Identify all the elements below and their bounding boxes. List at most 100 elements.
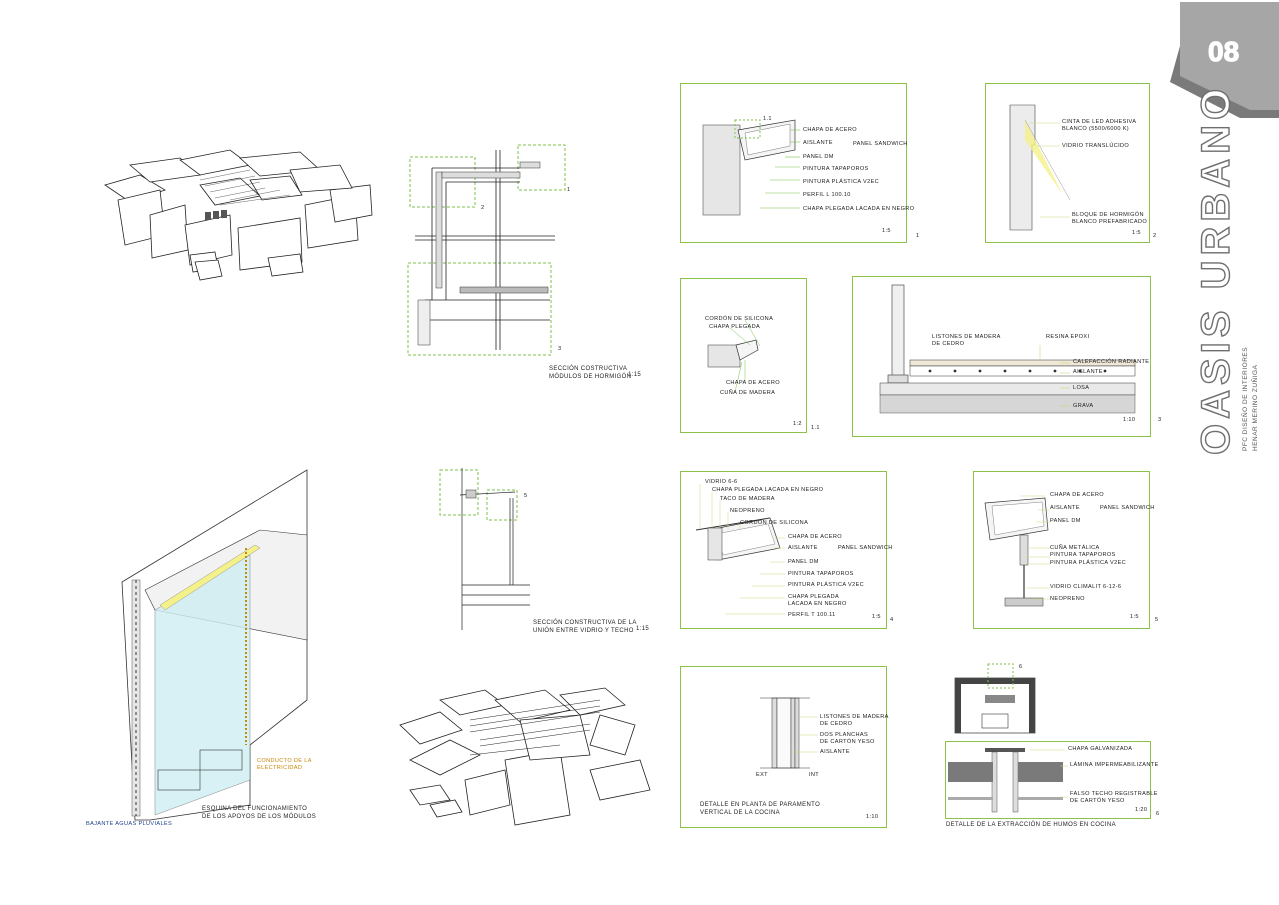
callout-1: 1 (567, 187, 571, 193)
detail-11-label: CHAPA DE ACERO (726, 380, 780, 386)
detail-1-mark: 1.1 (763, 116, 772, 122)
detail-11-label: CUÑA DE MADERA (720, 390, 776, 396)
detail-3-scale: 1:10 (1123, 417, 1136, 423)
detail-2-label: VIDRIO TRANSLÚCIDO (1062, 143, 1130, 149)
detail-6-scale: 1:20 (1135, 807, 1148, 813)
detail-kitchen-title1: DETALLE EN PLANTA DE PARAMENTO (700, 802, 821, 808)
detail-3-label: GRAVA (1073, 403, 1094, 409)
detail-4-label: CORDÓN DE SILICONA (740, 520, 809, 526)
detail-3-label: LISTONES DE MADERA (932, 334, 1001, 340)
section-concrete-title2: MÓDULOS DE HORMIGÓN (549, 374, 632, 380)
detail-3-label: CALEFACCIÓN RADIANTE (1073, 359, 1150, 365)
detail-kitchen-label: AISLANTE (820, 749, 850, 755)
detail-4-number: 4 (890, 617, 894, 623)
detail-3-label: LOSA (1073, 385, 1090, 391)
detail-kitchen-label: DE CARTÓN YESO (820, 739, 875, 745)
detail-4-label: PANEL DM (788, 559, 819, 565)
corner-view-label1: ESQUINA DEL FUNCIONAMIENTO (202, 806, 308, 812)
detail-2-label: CINTA DE LED ADHESIVA (1062, 119, 1137, 125)
section-glass-title2: UNIÓN ENTRE VIDRIO Y TECHO (533, 628, 634, 634)
detail-4-label: PINTURA TAPAPOROS (788, 571, 854, 577)
detail-4-label: CHAPA PLEGADA (788, 594, 840, 600)
detail-1-label: PINTURA PLÁSTICA V2EC (803, 179, 880, 185)
detail-3-label: RESINA EPOXI (1046, 334, 1090, 340)
detail-6-mark: 6 (1019, 664, 1023, 670)
conducto-label1: CONDUCTO DE LA (257, 758, 312, 764)
detail-1-label: PINTURA TAPAPOROS (803, 166, 869, 172)
detail-4-label: CHAPA PLEGADA LACADA EN NEGRO (712, 487, 824, 493)
corner-view-label2: DE LOS APOYOS DE LOS MÓDULOS (202, 814, 317, 820)
detail-kitchen-int: INT (809, 772, 820, 778)
detail-1-scale: 1:5 (882, 228, 891, 234)
detail-5-scale: 1:5 (1130, 614, 1139, 620)
detail-kitchen-scale: 1:10 (866, 814, 879, 820)
detail-5-label: CUÑA METÁLICA (1050, 545, 1100, 551)
detail-2-scale: 1:5 (1132, 230, 1141, 236)
detail-1-label: AISLANTE (803, 140, 833, 146)
detail-11-frame (680, 278, 807, 433)
section-glass-title: SECCIÓN CONSTRUCTIVA DE LA (533, 620, 637, 626)
detail-4-panel: PANEL SANDWICH (838, 545, 893, 551)
detail-1-label: PANEL DM (803, 154, 834, 160)
detail-5-panel: PANEL SANDWICH (1100, 505, 1155, 511)
detail-6-label: LÁMINA IMPERMEABILIZANTE (1070, 762, 1159, 768)
detail-5-label: NEOPRENO (1050, 596, 1085, 602)
section-concrete-scale: 1:15 (628, 372, 642, 378)
detail-4-label: LACADA EN NEGRO (788, 601, 847, 607)
detail-2-number: 2 (1153, 233, 1157, 239)
detail-11-label: CORDÓN DE SILICONA (705, 316, 774, 322)
detail-1-label: CHAPA DE ACERO (803, 127, 857, 133)
detail-5-label: PANEL DM (1050, 518, 1081, 524)
detail-2-label: BLANCO PREFABRICADO (1072, 219, 1148, 225)
section-glass-callout: 5 (524, 493, 528, 499)
detail-6-label: CHAPA GALVANIZADA (1068, 746, 1133, 752)
callout-3: 3 (558, 346, 562, 352)
section-concrete-title: SECCIÓN COSTRUCTIVA (549, 366, 628, 372)
detail-5-number: 5 (1155, 617, 1159, 623)
detail-1-panel: PANEL SANDWICH (853, 141, 908, 147)
detail-4-label: NEOPRENO (730, 508, 765, 514)
section-glass-scale: 1:15 (636, 626, 650, 632)
detail-kitchen-title2: VERTICAL DE LA COCINA (700, 810, 781, 816)
detail-2-label: BLANCO (5500/6000 K) (1062, 126, 1130, 132)
detail-4-label: TACO DE MADERA (720, 496, 775, 502)
detail-1-number: 1 (916, 233, 920, 239)
detail-5-frame (973, 471, 1150, 629)
detail-kitchen-label: LISTONES DE MADERA (820, 714, 889, 720)
detail-2-label: BLOQUE DE HORMIGÓN (1072, 212, 1144, 218)
sheet-number: 08 (1207, 35, 1240, 67)
detail-3-number: 3 (1158, 417, 1162, 423)
detail-4-label: PINTURA PLÁSTICA V2EC (788, 582, 865, 588)
detail-kitchen-label: DOS PLANCHAS (820, 732, 869, 738)
detail-1-label: PERFIL L 100.10 (803, 192, 851, 198)
detail-5-label: AISLANTE (1050, 505, 1080, 511)
bajante-label: BAJANTE AGUAS PLUVIALES (86, 821, 173, 827)
detail-6-label: DE CARTÓN YESO (1070, 798, 1125, 804)
detail-1-label: CHAPA PLEGADA LACADA EN NEGRO (803, 206, 915, 212)
detail-11-scale: 1:2 (793, 421, 802, 427)
detail-5-label: PINTURA TAPAPOROS (1050, 552, 1116, 558)
detail-6-label: FALSO TECHO REGISTRABLE (1070, 791, 1158, 797)
callout-2: 2 (481, 205, 485, 211)
detail-4-label: VIDRIO 6-6 (705, 479, 738, 485)
detail-5-label: PINTURA PLÁSTICA V2EC (1050, 560, 1127, 566)
detail-5-label: CHAPA DE ACERO (1050, 492, 1104, 498)
detail-6-number: 6 (1156, 811, 1160, 817)
detail-3-label: DE CEDRO (932, 341, 965, 347)
detail-4-label: AISLANTE (788, 545, 818, 551)
detail-4-scale: 1:5 (872, 614, 881, 620)
detail-kitchen-ext: EXT (756, 772, 768, 778)
